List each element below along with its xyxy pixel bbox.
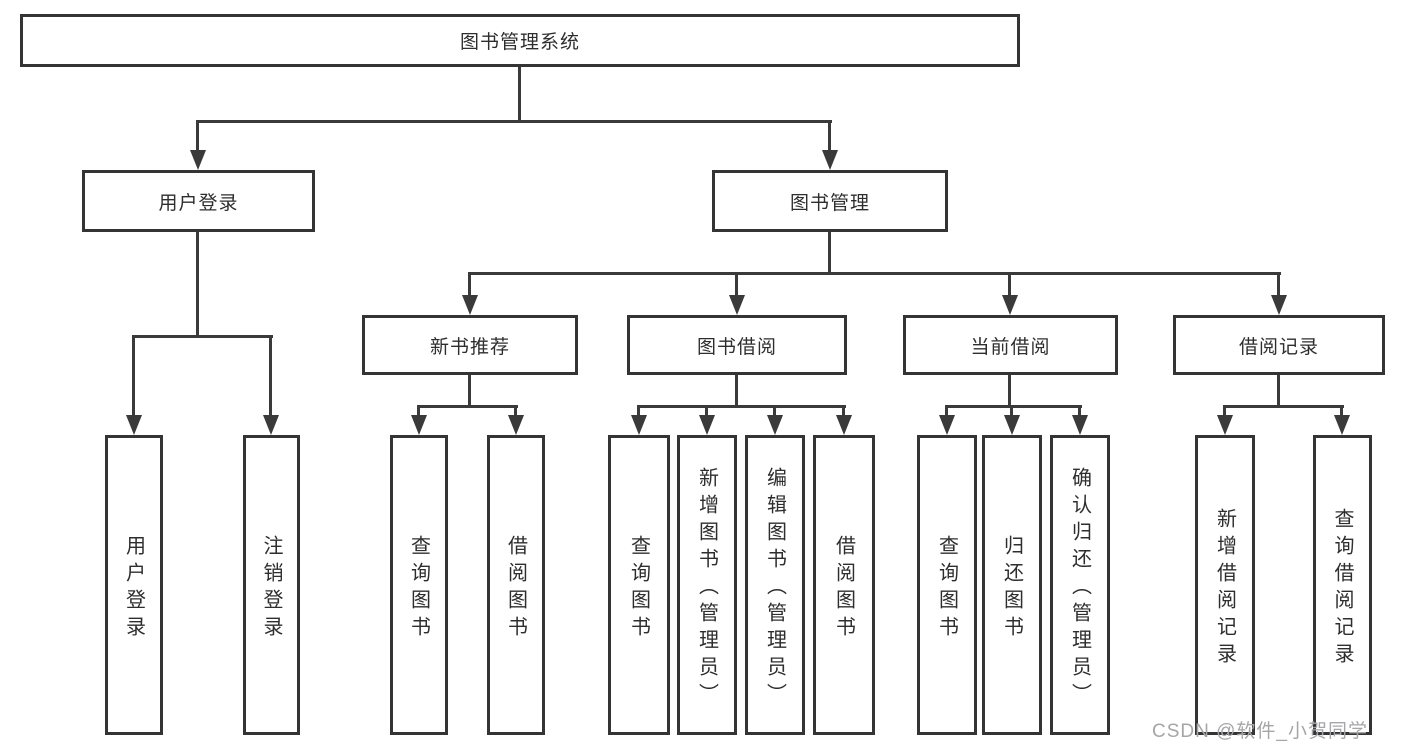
arrowhead-icon — [939, 415, 955, 435]
leaf-query-books-borrow: 查询图书 — [608, 435, 670, 735]
leaf-add-borrow-record: 新增借阅记录 — [1195, 435, 1255, 735]
leaf-return-books: 归还图书 — [982, 435, 1042, 735]
arrowhead-icon — [1217, 415, 1233, 435]
connector-line — [828, 232, 831, 274]
arrowhead-icon — [631, 415, 647, 435]
connector-line — [468, 272, 471, 297]
connector-line — [1008, 375, 1011, 407]
connector-line — [1277, 375, 1280, 407]
connector-line — [945, 405, 1082, 408]
arrowhead-icon — [1271, 295, 1287, 315]
connector-line — [514, 405, 517, 417]
connector-line — [637, 405, 640, 417]
leaf-borrow-books-recommend: 借阅图书 — [487, 435, 545, 735]
leaf-query-books-recommend: 查询图书 — [390, 435, 448, 735]
arrowhead-icon — [190, 150, 206, 170]
arrowhead-icon — [1334, 415, 1350, 435]
watermark: CSDN @软件_小贺同学 — [1152, 721, 1368, 742]
node-current-borrowing: 当前借阅 — [903, 315, 1118, 375]
arrowhead-icon — [263, 415, 279, 435]
arrowhead-icon — [822, 150, 838, 170]
arrowhead-icon — [1002, 295, 1018, 315]
node-book-management: 图书管理 — [712, 170, 948, 232]
leaf-query-borrow-record: 查询借阅记录 — [1313, 435, 1372, 735]
connector-line — [1078, 405, 1081, 417]
connector-line — [518, 67, 521, 123]
connector-line — [196, 120, 199, 152]
leaf-user-login: 用户登录 — [105, 435, 163, 735]
connector-line — [637, 405, 846, 408]
connector-line — [828, 120, 831, 152]
leaf-logout: 注销登录 — [243, 435, 300, 735]
leaf-query-books-current: 查询图书 — [917, 435, 977, 735]
connector-line — [132, 335, 273, 338]
connector-line — [773, 405, 776, 417]
connector-line — [735, 375, 738, 407]
connector-line — [417, 405, 518, 408]
connector-line — [468, 272, 1281, 275]
connector-line — [132, 335, 135, 417]
node-borrowing-records: 借阅记录 — [1173, 315, 1385, 375]
arrowhead-icon — [411, 415, 427, 435]
node-book-borrowing: 图书借阅 — [627, 315, 847, 375]
connector-line — [196, 120, 832, 123]
node-user-login: 用户登录 — [82, 170, 315, 232]
connector-line — [1008, 272, 1011, 297]
connector-line — [705, 405, 708, 417]
connector-line — [945, 405, 948, 417]
arrowhead-icon — [767, 415, 783, 435]
leaf-edit-books-admin: 编辑图书（管理员） — [745, 435, 805, 735]
arrowhead-icon — [462, 295, 478, 315]
node-library-system: 图书管理系统 — [20, 14, 1020, 67]
connector-line — [735, 272, 738, 297]
connector-line — [196, 232, 199, 337]
arrowhead-icon — [1072, 415, 1088, 435]
leaf-borrow-books: 借阅图书 — [813, 435, 875, 735]
arrowhead-icon — [508, 415, 524, 435]
connector-line — [1223, 405, 1344, 408]
arrowhead-icon — [836, 415, 852, 435]
arrowhead-icon — [699, 415, 715, 435]
connector-line — [1340, 405, 1343, 417]
connector-line — [417, 405, 420, 417]
connector-line — [1010, 405, 1013, 417]
node-new-book-recommendation: 新书推荐 — [362, 315, 578, 375]
connector-line — [269, 335, 272, 417]
connector-line — [468, 375, 471, 407]
connector-line — [1277, 272, 1280, 297]
arrowhead-icon — [1004, 415, 1020, 435]
arrowhead-icon — [729, 295, 745, 315]
arrowhead-icon — [126, 415, 142, 435]
leaf-confirm-return-admin: 确认归还（管理员） — [1050, 435, 1110, 735]
leaf-add-books-admin: 新增图书（管理员） — [677, 435, 737, 735]
connector-line — [842, 405, 845, 417]
connector-line — [1223, 405, 1226, 417]
